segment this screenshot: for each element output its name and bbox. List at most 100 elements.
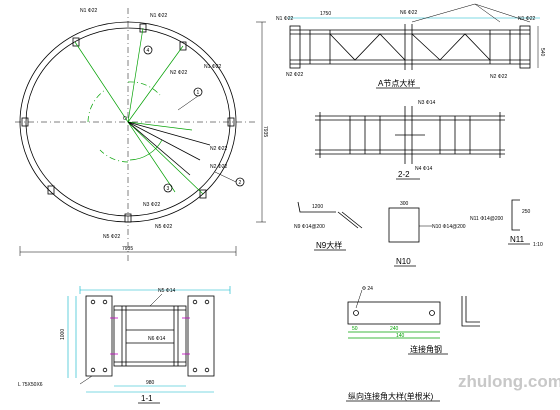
label: N5 Φ14 (158, 288, 176, 294)
connection-angle-detail: Φ 24 240 50 140 连接角钢 (347, 286, 480, 355)
dim-text: 140 (396, 333, 405, 339)
callout-1: 1 (197, 90, 200, 96)
radial-bar (127, 121, 201, 161)
roof-line (411, 3, 531, 23)
bolt-hole (102, 299, 108, 305)
detail-n9: N9 Φ14@200 1200 N9大样 (294, 201, 363, 251)
callout-4: 4 (147, 48, 150, 54)
radial-bar (127, 121, 191, 176)
leader (79, 375, 93, 385)
ring-block (227, 117, 235, 127)
label: N9 Φ14@200 (294, 224, 325, 230)
n9-bar (337, 211, 359, 229)
label: N1 Φ22 (518, 16, 536, 22)
callout-circle (163, 183, 173, 193)
leader (214, 171, 237, 183)
label: N6 Φ22 (400, 10, 418, 16)
plan-label: N5 Φ22 (155, 224, 173, 230)
watermark-text: zhulong.com (458, 372, 560, 391)
dim-text: 7935 (122, 246, 133, 252)
dim-text: 980 (146, 380, 155, 386)
section-2-2-title: 2-2 (398, 170, 410, 179)
radial-bar (127, 27, 144, 123)
detail-a-elevation: 1750 540 N1 Φ22 N1 Φ22 N2 Φ22 N2 Φ22 N6 … (276, 3, 545, 89)
detail-n11-title: N11 (510, 235, 525, 244)
dim-text: 240 (390, 326, 399, 332)
connection-angle-title: 连接角钢 (410, 344, 442, 354)
label: N2 Φ22 (490, 74, 508, 80)
radial-bar (127, 45, 184, 123)
diagonal-bars (411, 33, 491, 61)
detail-a-title: A节点大样 (378, 78, 415, 88)
ring-block (124, 213, 132, 223)
dim-text: 300 (400, 201, 409, 207)
angle-plate (347, 301, 441, 325)
radial-bar (127, 121, 193, 131)
radial-bar (74, 41, 129, 123)
label: N1 Φ22 (276, 16, 294, 22)
plan-label: N1 Φ22 (204, 64, 222, 70)
dim-text: 7935 (262, 126, 268, 137)
scale-text: 1:10 (533, 242, 543, 248)
ring-block (47, 185, 55, 195)
leader (177, 95, 199, 111)
roof-line (474, 3, 501, 23)
plan-inner-ring (25, 27, 231, 217)
bolt-hole (429, 310, 435, 316)
angle-arc (127, 81, 161, 96)
dim-text: 1000 (60, 329, 66, 340)
bolt-hole (192, 367, 198, 373)
angle-section (465, 296, 480, 323)
n9-bar (341, 211, 363, 229)
n9-bar (297, 201, 336, 213)
label: N2 Φ22 (286, 72, 304, 78)
plate-left (85, 295, 113, 377)
plan-center-label: O (123, 116, 127, 122)
label: L 75X50X6 (18, 382, 43, 388)
diagonal-bars (329, 33, 406, 61)
dim-text: 540 (539, 48, 545, 57)
leader (355, 289, 363, 309)
section-1-1-title: 1-1 (141, 394, 153, 403)
callout-2: 2 (239, 180, 242, 186)
detail-n11: N11 Φ14@200 250 N11 1:10 (470, 199, 543, 248)
angle-arc (99, 149, 129, 163)
label: Φ 24 (362, 286, 373, 292)
radial-bar (127, 121, 211, 146)
bolt-hole (192, 299, 198, 305)
dim-text: 1200 (312, 204, 323, 210)
bolt-hole (204, 299, 210, 305)
label: N6 Φ14 (148, 336, 166, 342)
ring-block (72, 37, 80, 47)
plan-label: N5 Φ22 (103, 234, 121, 240)
section-2-2: N3 Φ14 N4 Φ14 2-2 (315, 100, 505, 180)
plan-label: N1 Φ22 (150, 13, 168, 19)
dim-text: 50 (352, 326, 358, 332)
label: N11 Φ14@200 (470, 216, 503, 222)
detail-n10: N10 Φ14@200 300 N10 (388, 201, 466, 267)
angle-arc (87, 89, 106, 123)
label: N3 Φ14 (418, 100, 436, 106)
plan-label: N2 Φ22 (170, 70, 188, 76)
bolt-hole (102, 367, 108, 373)
end-plate (289, 25, 301, 69)
truss-title-group: 纵向连接角大样(单根米) (346, 391, 440, 402)
label: N4 Φ14 (415, 166, 433, 172)
truss-title: 纵向连接角大样(单根米) (348, 391, 434, 401)
end-plate (519, 25, 531, 69)
detail-n9-title: N9大样 (316, 240, 342, 250)
plan-label: N1 Φ22 (80, 8, 98, 14)
plate-right (187, 295, 215, 377)
ring-block (21, 117, 29, 127)
label: N10 Φ14@200 (432, 224, 466, 230)
plan-label: N2 Φ22 (210, 146, 228, 152)
detail-n10-title: N10 (396, 257, 411, 266)
plan-view: 1 2 3 4 O N1 Φ22 N1 Φ22 N2 Φ22 N1 Φ22 N2… (15, 8, 268, 262)
callout-circle (143, 45, 153, 55)
bolt-hole (353, 310, 359, 316)
ring-block (179, 41, 187, 51)
bolt-hole (90, 299, 96, 305)
section-1-1: 1000 980 N5 Φ14 N6 Φ14 L (18, 286, 231, 404)
dim-text: 1750 (320, 11, 331, 17)
